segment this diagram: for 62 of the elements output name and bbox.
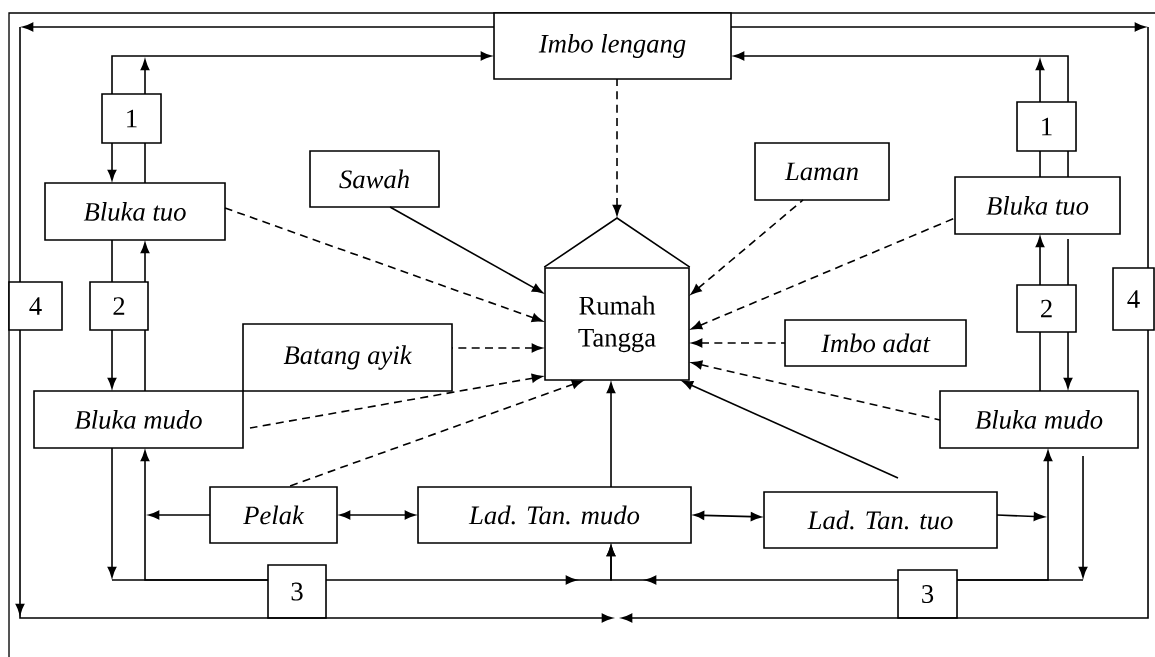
arrow — [1063, 331, 1073, 389]
arrow — [107, 329, 117, 389]
dashed-arrow — [249, 373, 543, 429]
arrow — [22, 22, 495, 32]
number-box: 4 — [8, 281, 63, 331]
dashed-arrow — [612, 78, 622, 216]
arrow — [996, 512, 1045, 521]
text-box: Bluka tuo — [44, 182, 226, 241]
double-arrow — [339, 510, 416, 520]
connector-line — [1067, 238, 1069, 286]
number-box: 4 — [1112, 267, 1155, 331]
text-box: Imbo lengang — [493, 12, 732, 80]
connector-line — [1067, 150, 1069, 178]
arrow — [1078, 455, 1088, 578]
number-box: 1 — [1016, 101, 1077, 152]
connector-line — [144, 329, 146, 392]
text-box: Bluka tuo — [954, 176, 1121, 235]
text-box: Lad. Tan. tuo — [763, 491, 998, 549]
arrow — [15, 329, 613, 623]
text-box: Batang ayik — [242, 323, 453, 392]
text-box: Lad. Tan. mudo — [417, 486, 692, 544]
arrow — [682, 380, 899, 479]
arrow — [730, 22, 1146, 32]
arrow — [606, 545, 899, 585]
text-box: Pelak — [209, 486, 338, 544]
number-box: 3 — [897, 569, 958, 619]
text-box: Sawah — [309, 150, 440, 208]
connector-line — [111, 239, 113, 283]
dashed-arrow — [691, 217, 956, 330]
arrow — [733, 51, 1069, 103]
double-arrow — [693, 510, 762, 522]
connector-line — [1039, 331, 1041, 392]
text-box: Bluka mudo — [939, 390, 1139, 449]
arrow — [1035, 59, 1045, 103]
connector-line — [144, 142, 146, 184]
arrow — [107, 447, 117, 578]
arrow — [140, 59, 150, 95]
number-box: 2 — [89, 281, 149, 331]
text-box: Laman — [754, 142, 890, 201]
dashed-arrow — [691, 360, 941, 421]
dashed-arrow — [691, 338, 786, 348]
number-box: 2 — [1016, 284, 1077, 333]
arrow — [140, 242, 150, 283]
text-box: Imbo adat — [784, 319, 967, 367]
dashed-arrow — [451, 343, 543, 353]
dashed-arrow — [224, 207, 543, 322]
arrow — [107, 142, 117, 181]
arrow — [111, 51, 492, 95]
arrow — [140, 450, 269, 581]
connector-line — [1147, 26, 1149, 269]
connector-line — [1039, 150, 1041, 178]
number-box: 1 — [101, 93, 162, 144]
number-box: 3 — [267, 564, 327, 619]
connector-line — [19, 26, 21, 283]
arrow — [389, 206, 543, 294]
dashed-arrow — [690, 199, 804, 295]
arrow — [606, 382, 616, 488]
text-box: Bluka mudo — [33, 390, 244, 449]
arrow — [621, 329, 1149, 623]
arrow — [148, 510, 211, 520]
arrow — [956, 450, 1053, 581]
arrow — [1035, 236, 1045, 286]
